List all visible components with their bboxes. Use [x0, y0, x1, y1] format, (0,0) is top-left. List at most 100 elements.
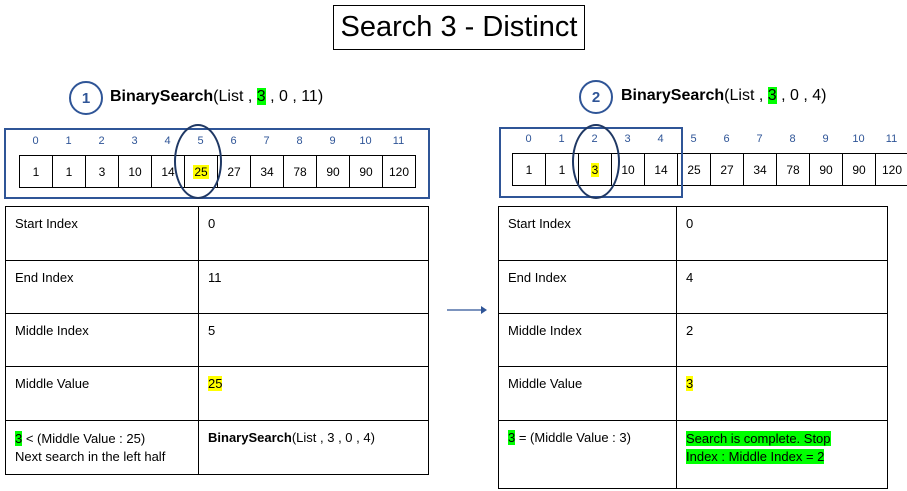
left-call-signature: BinarySearch(List , 3 , 0 , 11)	[110, 88, 323, 106]
right-start-value: 0	[676, 206, 888, 261]
left-next-call-args: (List , 3 , 0 , 4)	[291, 430, 375, 445]
right-call-open: (List ,	[724, 87, 768, 104]
right-middle-value-label: Middle Value	[498, 366, 677, 421]
right-middle-value: 3	[686, 376, 694, 391]
right-array-value-11: 120	[881, 162, 903, 177]
right-index-label-0: 0	[525, 133, 532, 145]
left-index-label-8: 8	[296, 135, 303, 147]
left-middle-value: 25	[208, 376, 223, 391]
right-array-cell-8: 78	[776, 153, 810, 186]
left-middle-index-value: 5	[198, 313, 429, 367]
left-comparison-text: < (Middle Value : 25)	[22, 431, 146, 446]
left-end-label: End Index	[5, 260, 199, 314]
table-row: Start Index 0	[498, 206, 888, 261]
right-array-value-9: 90	[819, 162, 833, 177]
step-2-badge: 2	[579, 80, 613, 114]
right-middle-index-value: 2	[676, 313, 888, 367]
right-result-line-1: Search is complete. Stop	[686, 431, 831, 446]
right-array-value-3: 10	[621, 162, 635, 177]
right-comparison-text: = (Middle Value : 3)	[515, 430, 631, 445]
page-title: Search 3 - Distinct	[333, 5, 585, 50]
left-array-value-3: 10	[128, 164, 142, 179]
right-array-cell-4: 14	[644, 153, 678, 186]
left-index-label-10: 10	[359, 135, 372, 147]
left-index-label-9: 9	[329, 135, 336, 147]
left-middle-index-label: Middle Index	[5, 313, 199, 367]
left-array-cell-6: 27	[217, 155, 251, 188]
left-call-open: (List ,	[213, 88, 257, 105]
right-array-cell-0: 1	[512, 153, 546, 186]
right-index-label-9: 9	[822, 133, 829, 145]
left-array-value-0: 1	[32, 164, 40, 179]
right-result-line-2: Index : Middle Index = 2	[686, 449, 825, 464]
left-next-direction: Next search in the left half	[15, 449, 166, 464]
right-array-value-6: 27	[720, 162, 734, 177]
left-index-label-6: 6	[230, 135, 237, 147]
left-index-label-4: 4	[164, 135, 171, 147]
left-index-label-2: 2	[98, 135, 105, 147]
left-comparison-cell: 3 < (Middle Value : 25) Next search in t…	[5, 420, 199, 475]
left-start-label: Start Index	[5, 206, 199, 261]
left-next-call-fn: BinarySearch	[208, 430, 292, 445]
left-array-cell-11: 120	[382, 155, 416, 188]
right-array-cell-11: 120	[875, 153, 907, 186]
left-call-rest: , 0 , 11)	[265, 88, 324, 105]
table-row: End Index 11	[5, 260, 429, 314]
left-array-value-8: 78	[293, 164, 307, 179]
left-array-cell-3: 10	[118, 155, 152, 188]
right-middle-ellipse	[572, 124, 620, 199]
left-array-value-2: 3	[98, 164, 106, 179]
left-index-label-0: 0	[32, 135, 39, 147]
right-array-value-5: 25	[687, 162, 701, 177]
right-index-label-5: 5	[690, 133, 697, 145]
next-step-arrow	[447, 306, 487, 314]
right-end-value: 4	[676, 260, 888, 314]
right-start-label: Start Index	[498, 206, 677, 261]
right-array-value-7: 34	[753, 162, 767, 177]
table-row: Middle Index 5	[5, 313, 429, 367]
right-array-cell-6: 27	[710, 153, 744, 186]
right-index-label-11: 11	[885, 133, 898, 145]
right-array-cell-7: 34	[743, 153, 777, 186]
right-index-label-1: 1	[558, 133, 565, 145]
left-start-value: 0	[198, 206, 429, 261]
table-row: Start Index 0	[5, 206, 429, 261]
left-index-label-1: 1	[65, 135, 72, 147]
table-row: Middle Value 3	[498, 366, 888, 421]
left-index-label-7: 7	[263, 135, 270, 147]
left-array-cell-0: 1	[19, 155, 53, 188]
right-array-value-1: 1	[558, 162, 566, 177]
right-call-rest: , 0 , 4)	[776, 87, 827, 104]
table-row: Middle Value 25	[5, 366, 429, 421]
left-array-value-1: 1	[65, 164, 73, 179]
table-row: End Index 4	[498, 260, 888, 314]
right-info-table: Start Index 0 End Index 4 Middle Index 2…	[498, 206, 888, 489]
right-array-value-4: 14	[654, 162, 668, 177]
left-array-cell-9: 90	[316, 155, 350, 188]
left-middle-value-cell: 25	[198, 366, 429, 421]
left-array-value-7: 34	[260, 164, 274, 179]
right-index-label-3: 3	[624, 133, 631, 145]
left-index-label-3: 3	[131, 135, 138, 147]
left-middle-ellipse	[174, 124, 222, 199]
left-array-value-4: 14	[161, 164, 175, 179]
left-call-target: 3	[256, 88, 266, 105]
right-call-fn: BinarySearch	[621, 87, 725, 104]
table-row: 3 < (Middle Value : 25) Next search in t…	[5, 420, 429, 475]
right-end-label: End Index	[498, 260, 677, 314]
right-index-label-8: 8	[789, 133, 796, 145]
left-end-value: 11	[198, 260, 429, 314]
left-array-value-6: 27	[227, 164, 241, 179]
left-array-value-10: 90	[359, 164, 373, 179]
step-1-badge: 1	[69, 81, 103, 115]
right-array-value-8: 78	[786, 162, 800, 177]
right-middle-index-label: Middle Index	[498, 313, 677, 367]
right-call-signature: BinarySearch(List , 3 , 0 , 4)	[621, 87, 826, 105]
right-comparison-target: 3	[508, 430, 516, 445]
right-index-label-6: 6	[723, 133, 730, 145]
left-index-label-11: 11	[392, 135, 405, 147]
right-result-cell: Search is complete. Stop Index : Middle …	[676, 420, 888, 489]
table-row: Middle Index 2	[498, 313, 888, 367]
left-array-cell-10: 90	[349, 155, 383, 188]
left-array-value-9: 90	[326, 164, 340, 179]
